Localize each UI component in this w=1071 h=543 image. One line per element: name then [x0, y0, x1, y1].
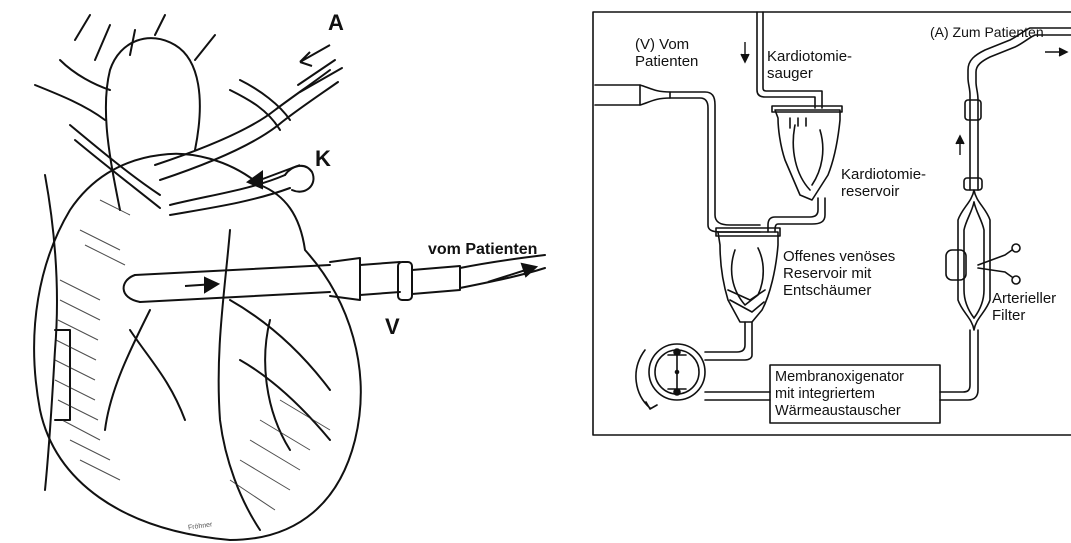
- venous-cannula: [135, 265, 330, 302]
- open-venous-reservoir: [718, 232, 778, 322]
- label-a: A: [328, 14, 344, 31]
- label-kardiotomie-reservoir: Kardiotomie- reservoir: [841, 166, 926, 200]
- label-k: K: [315, 150, 331, 167]
- flow-arrow-icon: [300, 45, 330, 66]
- label-a-zum-patienten: (A) Zum Patienten: [930, 24, 1044, 41]
- clamp-icon: [978, 250, 1012, 277]
- label-v-vom-patienten: (V) Vom Patienten: [635, 36, 698, 70]
- artist-signature: Fröhner: [187, 516, 214, 536]
- label-oxygenator: Membranoxigenator mit integriertem Wärme…: [775, 369, 904, 420]
- label-kardiotomie-sauger: Kardiotomie- sauger: [767, 48, 852, 82]
- flow-arrow-icon: [741, 42, 749, 62]
- label-arterieller-filter: Arterieller Filter: [992, 290, 1056, 324]
- label-offenes-reservoir: Offenes venöses Reservoir mit Entschäume…: [783, 248, 895, 299]
- aorta: [106, 38, 200, 210]
- arterial-cannula: [155, 70, 330, 165]
- flow-arrow-icon: [488, 264, 536, 282]
- flow-arrow-icon: [185, 278, 218, 292]
- roller-pump: [649, 344, 705, 400]
- label-vom-patienten: vom Patienten: [428, 241, 537, 258]
- arterial-filter: [958, 190, 990, 330]
- heart-outline: [34, 154, 361, 540]
- rotation-arrow-icon: [636, 350, 657, 409]
- flow-arrow-icon: [1045, 48, 1067, 56]
- cardiotomy-reservoir: [775, 110, 840, 200]
- label-v: V: [385, 318, 400, 335]
- flow-arrow-icon: [248, 165, 300, 188]
- flow-arrow-icon: [956, 136, 964, 155]
- heart-illustration: [0, 0, 560, 543]
